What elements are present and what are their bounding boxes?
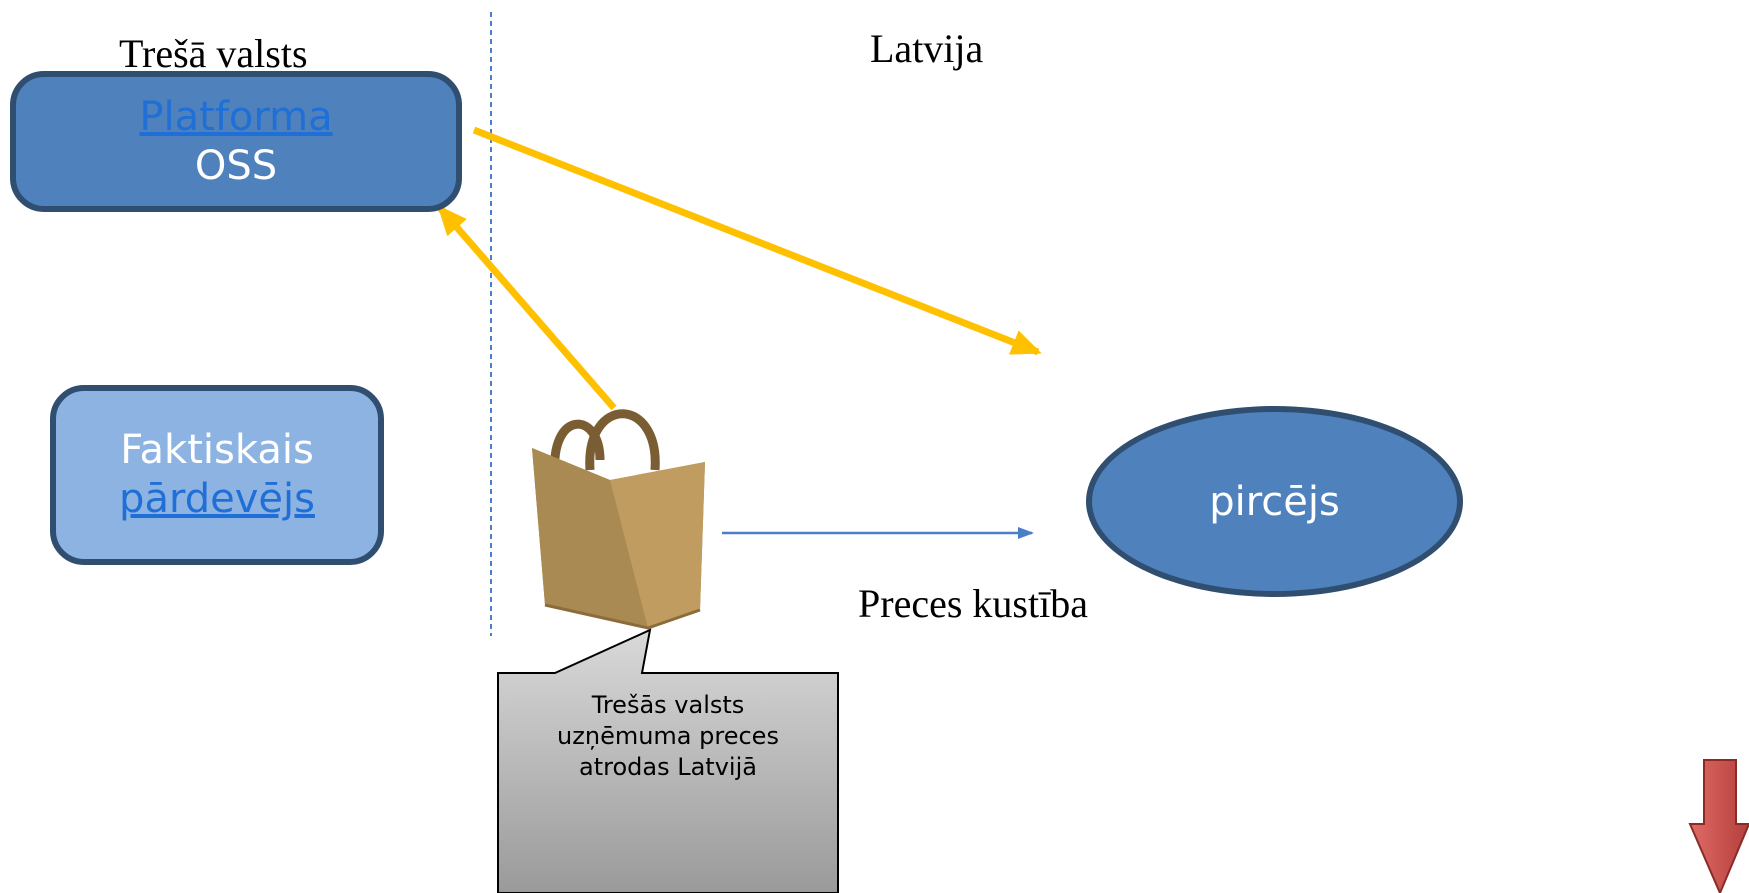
callout-box [497, 628, 839, 893]
callout-line-1: Trešās valsts [591, 691, 745, 719]
buyer-ellipse: pircējs [1086, 406, 1463, 597]
platform-link[interactable]: Platforma [139, 93, 333, 140]
third-country-label: Trešā valsts [119, 31, 308, 76]
down-arrow-icon[interactable] [1688, 759, 1749, 893]
shopping-bag-icon [532, 409, 705, 630]
buyer-label: pircējs [1209, 478, 1340, 525]
seller-label: Faktiskais [120, 427, 314, 474]
callout-line-2: uzņēmuma preces [557, 722, 779, 751]
goods-to-platform-arrow [437, 204, 617, 411]
callout-line-3: atrodas Latvijā [579, 753, 757, 782]
goods-movement-label: Preces kustība [858, 581, 1088, 626]
callout-text: Trešās valsts uzņēmuma preces atrodas La… [498, 690, 838, 784]
platform-subtitle: OSS [194, 142, 278, 189]
seller-box: Faktiskais pārdevējs [50, 385, 384, 565]
platform-box: Platforma OSS [10, 71, 462, 212]
seller-link[interactable]: pārdevējs [119, 476, 315, 522]
latvia-label: Latvija [870, 26, 984, 71]
platform-to-buyer-arrow [472, 126, 1042, 356]
